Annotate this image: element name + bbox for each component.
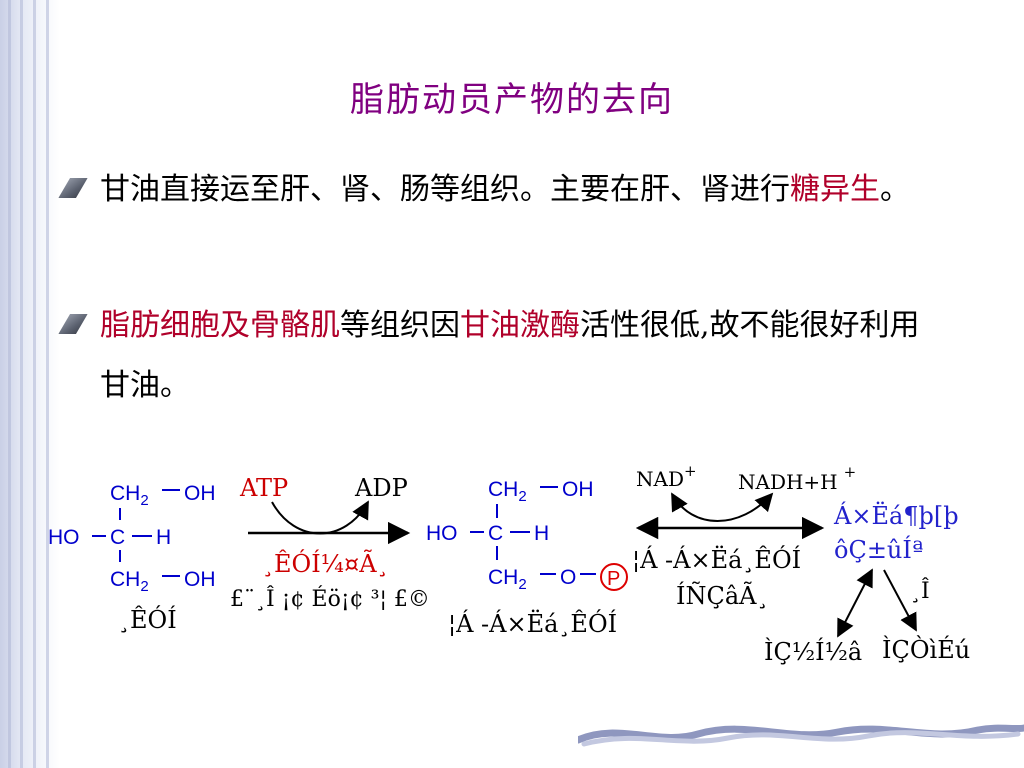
- glycerol-phosphate-structure: CH2 OH HO C H CH2 O: [426, 478, 596, 593]
- bullet-segment: 甘油直接运至肝、肾、肠等组织。主要在肝、肾进行: [100, 172, 790, 207]
- left-decorative-band: [0, 0, 60, 768]
- product-line2: ôÇ±ûÍª: [834, 535, 923, 564]
- bullet-icon: [58, 314, 87, 334]
- dehydrogenase-label-line2: ÍÑÇâÃ¸: [676, 580, 768, 610]
- phosphate-label: P: [607, 568, 620, 590]
- bullet-emphasis: 脂肪细胞及骨骼肌: [100, 308, 340, 343]
- glycerol-ch2-bottom: CH2: [110, 568, 149, 595]
- glycerol-name: ¸ÊÓÍ: [118, 605, 177, 634]
- bullet-text: 甘油直接运至肝、肾、肠等组织。主要在肝、肾进行糖异生。: [100, 160, 942, 220]
- glycerol-oh-bottom: OH: [184, 568, 216, 591]
- gp-ho: HO: [426, 522, 458, 545]
- reaction-kinase: ATP ADP ¸ÊÓÍ¼¤Ã¸ £¨¸Î ¡¢ Éö¡¢ ³¦ £©: [230, 474, 430, 612]
- dehydrogenase-label-line1: ¦Á -Á×Ëá¸ÊÓÍ: [632, 545, 801, 574]
- gp-oh-top: OH: [562, 478, 594, 501]
- reaction-dehydrogenase: NAD+ NADH+H+ ¦Á -Á×Ëá¸ÊÓÍ ÍÑÇâÃ¸: [632, 462, 856, 610]
- glycerol-c: C: [110, 526, 125, 549]
- bullet-glycerol-transport: 甘油直接运至肝、肾、肠等组织。主要在肝、肾进行糖异生。: [62, 160, 942, 220]
- tissue-location-label: £¨¸Î ¡¢ Éö¡¢ ³¦ £©: [230, 585, 430, 612]
- branch-right-product: ÌÇÒìÉú: [882, 635, 970, 664]
- glycerol-kinase-label: ¸ÊÓÍ¼¤Ã¸: [262, 549, 389, 578]
- slide-title: 脂肪动员产物的去向: [350, 80, 674, 120]
- gp-c: C: [488, 522, 503, 545]
- glycerol-structure: CH2 OH HO C H CH2 OH: [48, 482, 216, 595]
- nad-label: NAD+: [636, 462, 697, 491]
- scribble-stroke: [578, 724, 1024, 744]
- band-stroke: [8, 0, 11, 768]
- glycerol-pathway-diagram: CH2 OH HO C H CH2 OH ¸ÊÓÍ ATP ADP ¸ÊÓÍ¼¤…: [48, 462, 970, 666]
- branch-arrow-right: [883, 569, 917, 632]
- glycerol-ch2-top: CH2: [110, 482, 149, 509]
- band-stroke: [46, 0, 49, 768]
- glycerol-phosphate-name: ¦Á -Á×Ëá¸ÊÓÍ: [448, 609, 617, 638]
- adp-label: ADP: [354, 474, 408, 502]
- gp-h: H: [534, 522, 549, 545]
- band-stroke: [33, 0, 36, 768]
- decorative-scribble: [578, 724, 1024, 747]
- scribble-stroke: [581, 730, 1021, 747]
- product-line1: Á×Ëá¶þ[þ: [833, 501, 959, 530]
- bullet-emphasis: 甘油激酶: [460, 308, 580, 343]
- bullet-glycerol-kinase: 脂肪细胞及骨骼肌等组织因甘油激酶活性很低,故不能很好利用甘油。: [62, 296, 942, 416]
- bullet-text: 脂肪细胞及骨骼肌等组织因甘油激酶活性很低,故不能很好利用甘油。: [100, 296, 942, 416]
- atp-adp-curve: [271, 500, 369, 535]
- branch-arrow-left: [837, 568, 873, 638]
- band-stroke: [20, 0, 23, 768]
- branch-right-label: ¸Î: [910, 577, 930, 604]
- bullet-emphasis: 糖异生: [790, 172, 880, 207]
- bullet-segment: 。: [880, 172, 910, 207]
- nadh-label: NADH+H+: [738, 463, 856, 494]
- branch-left-product: ÌÇ½Í½â: [764, 637, 862, 666]
- gp-o: O: [560, 566, 576, 589]
- glycerol-ho: HO: [48, 526, 80, 549]
- phosphate-circle: [600, 563, 628, 591]
- gp-ch2-bottom: CH2: [488, 566, 527, 593]
- bullet-segment: 等组织因: [340, 308, 460, 343]
- bullet-segment: 活性很低,故不能很好利用甘油。: [100, 308, 920, 403]
- glycerol-oh-top: OH: [184, 482, 216, 505]
- bullet-icon: [58, 178, 87, 198]
- gp-ch2-top: CH2: [488, 478, 527, 505]
- glycerol-h: H: [156, 526, 171, 549]
- atp-label: ATP: [239, 474, 288, 502]
- nad-nadh-curve: [671, 492, 774, 522]
